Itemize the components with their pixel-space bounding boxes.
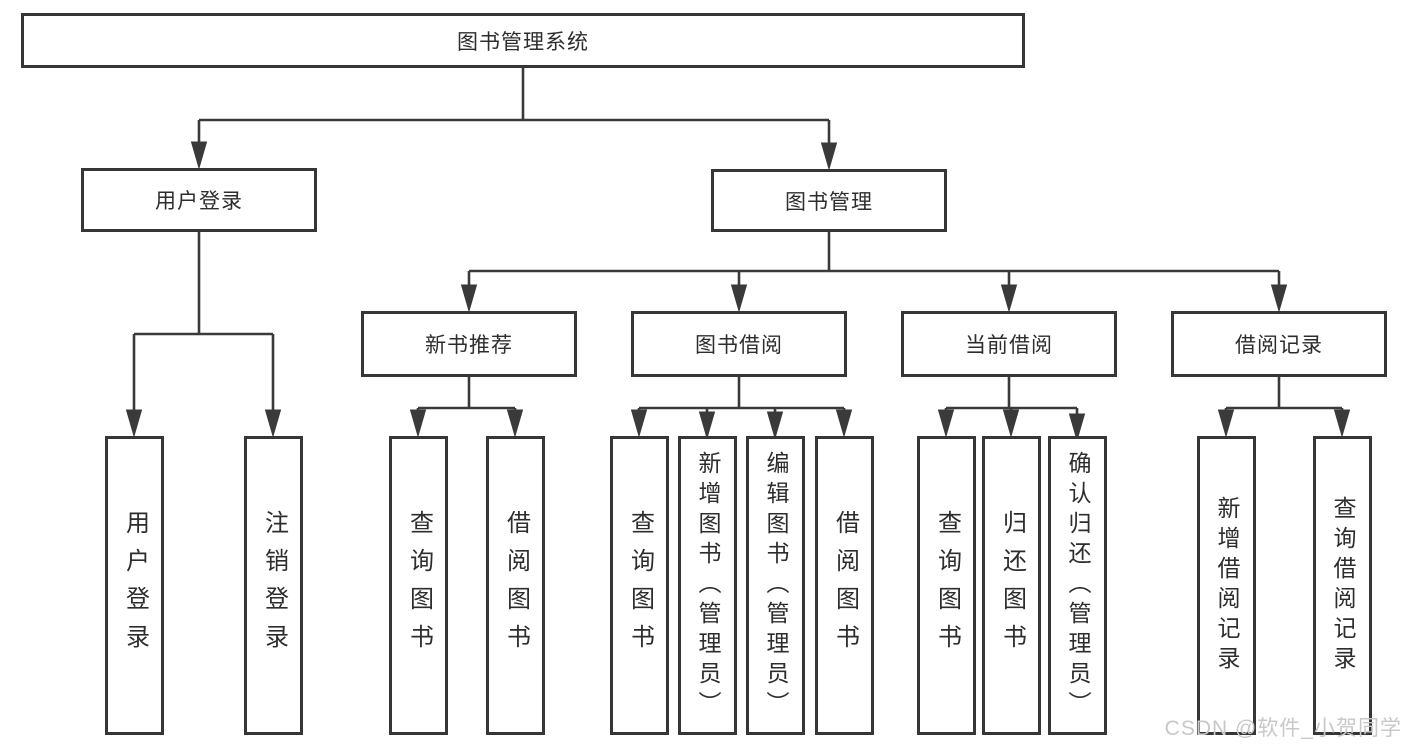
node-label: 图书管理系统 — [457, 30, 589, 54]
leaf-label: 借阅图书 — [502, 509, 530, 662]
leaf-add-borrow-record: 新增借阅记录 — [1197, 436, 1256, 735]
node-label: 图书借阅 — [695, 334, 783, 357]
leaf-label: 查询图书 — [933, 509, 961, 662]
leaf-borrow-query-books: 查询图书 — [610, 436, 669, 735]
leaf-label: 借阅图书 — [831, 509, 859, 662]
leaf-label: 用户登录 — [121, 509, 149, 662]
leaf-query-borrow-record: 查询借阅记录 — [1313, 436, 1372, 735]
leaf-add-books-admin: 新增图书（管理员） — [678, 436, 737, 735]
node-current-borrow: 当前借阅 — [901, 311, 1117, 377]
node-book-borrow: 图书借阅 — [631, 311, 847, 377]
leaf-recommend-query-books: 查询图书 — [389, 436, 448, 735]
leaf-label: 注销登录 — [260, 509, 288, 662]
node-label: 借阅记录 — [1235, 334, 1323, 357]
node-label: 新书推荐 — [425, 334, 513, 357]
leaf-return-books: 归还图书 — [982, 436, 1041, 735]
leaf-label: 查询图书 — [626, 509, 654, 662]
node-label: 用户登录 — [155, 190, 243, 213]
leaf-recommend-borrow-books: 借阅图书 — [486, 436, 545, 735]
leaf-label: 新增图书（管理员） — [695, 450, 721, 721]
leaf-borrow-books: 借阅图书 — [815, 436, 874, 735]
leaf-label: 归还图书 — [998, 509, 1026, 662]
leaf-label: 编辑图书（管理员） — [763, 450, 789, 721]
node-label: 图书管理 — [785, 190, 873, 214]
leaf-user-login: 用户登录 — [105, 436, 164, 735]
leaf-label: 查询图书 — [405, 509, 433, 662]
leaf-label: 确认归还（管理员） — [1065, 450, 1091, 721]
node-library-management-system: 图书管理系统 — [21, 13, 1025, 68]
leaf-label: 新增借阅记录 — [1214, 495, 1240, 676]
leaf-confirm-return-admin: 确认归还（管理员） — [1048, 436, 1107, 735]
leaf-current-query-books: 查询图书 — [917, 436, 976, 735]
node-label: 当前借阅 — [965, 334, 1053, 357]
watermark: CSDN @软件_小贺同学 — [1164, 717, 1402, 740]
node-borrow-records: 借阅记录 — [1171, 311, 1387, 377]
leaf-label: 查询借阅记录 — [1330, 495, 1356, 676]
leaf-edit-books-admin: 编辑图书（管理员） — [746, 436, 805, 735]
node-new-book-recommend: 新书推荐 — [361, 311, 577, 377]
node-user-login: 用户登录 — [81, 168, 317, 232]
leaf-logout: 注销登录 — [244, 436, 303, 735]
node-book-management: 图书管理 — [711, 169, 947, 232]
